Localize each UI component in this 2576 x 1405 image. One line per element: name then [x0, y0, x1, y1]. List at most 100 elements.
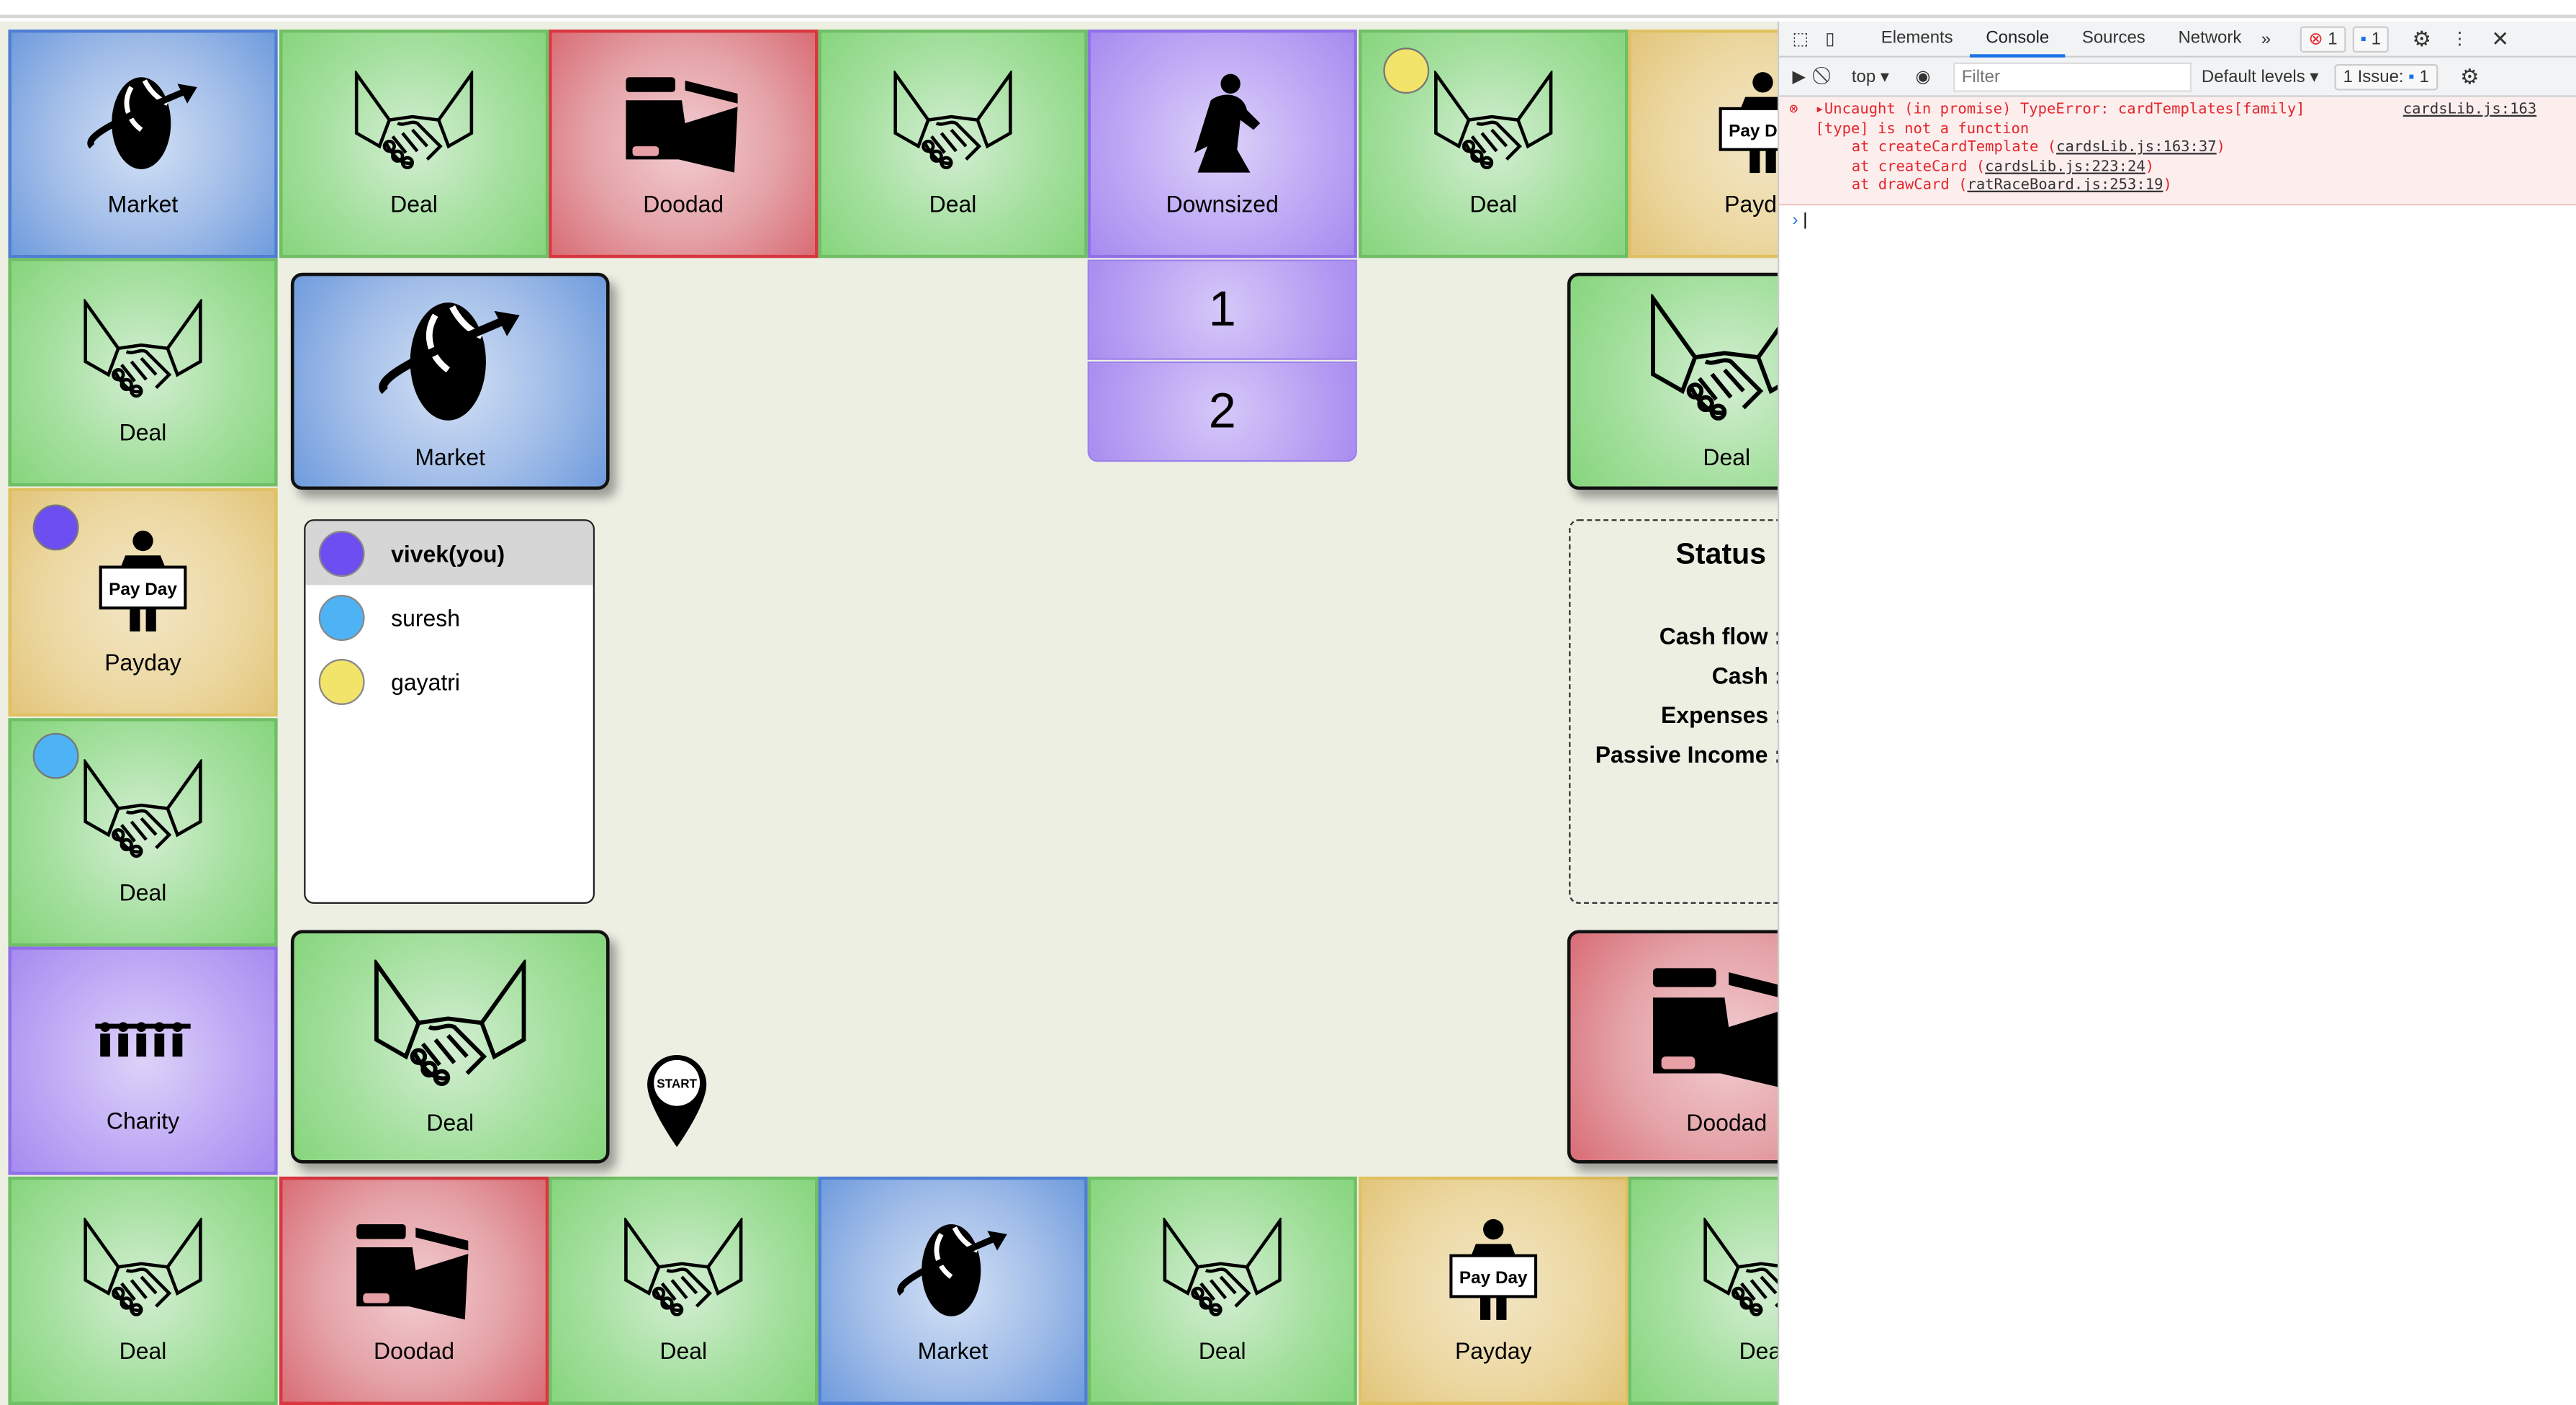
start-marker-icon: START	[646, 1054, 708, 1149]
tab-sources[interactable]: Sources	[2081, 27, 2145, 48]
levels-value: Default levels	[2201, 66, 2305, 86]
kneeling-person-icon	[1161, 71, 1283, 191]
tile-label: Deal	[929, 190, 977, 217]
stack-frame: at createCard (cardsLib.js:223:24)	[1851, 158, 2155, 176]
board-tile-deal[interactable]: Deal	[1087, 1176, 1357, 1405]
error-icon: ⊗	[2308, 28, 2323, 49]
tile-label: Charity	[106, 1108, 180, 1134]
player-token	[32, 504, 79, 551]
stack-fn: at createCardTemplate (	[1851, 140, 2057, 157]
status-panel: Status Cash flow : Cash : Expenses : Pas…	[1569, 519, 1778, 905]
context-select[interactable]: top ▾	[1851, 66, 1889, 86]
right-doodad-card[interactable]: Doodad	[1567, 930, 1778, 1164]
board-tile-market[interactable]: Market	[8, 30, 278, 259]
close-devtools-icon[interactable]: ✕	[2491, 25, 2510, 50]
more-tabs-button[interactable]: »	[2261, 28, 2271, 49]
handshake-icon	[1161, 1216, 1283, 1338]
console-prompt[interactable]: › |	[1792, 210, 1808, 230]
error-line: ▸Uncaught (in promise) TypeError: cardTe…	[1815, 102, 2305, 119]
board-tile-deal[interactable]: Deal	[1628, 1176, 1778, 1405]
handshake-icon	[371, 956, 529, 1108]
card-label: Doodad	[1686, 1108, 1767, 1135]
prompt-icon: ›	[1792, 210, 1798, 230]
tile-label: Deal	[659, 1337, 708, 1364]
player-token-icon	[318, 657, 365, 704]
devtools-tab-bar: ⬚ ▯ Elements Console Sources Network » ⊗…	[1779, 21, 2576, 58]
tile-label: Deal	[1739, 1337, 1778, 1364]
player-name: suresh	[391, 603, 461, 631]
tile-label: Doodad	[374, 1337, 454, 1364]
handshake-icon	[1702, 1216, 1778, 1338]
console-filter-input[interactable]	[1953, 61, 2192, 91]
player-row: gayatri	[305, 649, 593, 713]
console-error-message: ⊗ cardsLib.js:163 ▸Uncaught (in promise)…	[1779, 96, 2576, 206]
stack-link[interactable]: cardsLib.js:223:24	[1985, 158, 2145, 176]
stack-fn: at drawCard (	[1851, 178, 1968, 195]
inspect-element-icon[interactable]: ⬚	[1792, 28, 1809, 49]
payday-sign-icon: Pay Day	[1702, 71, 1778, 191]
tile-label: Payday	[1724, 190, 1778, 217]
error-count-badge[interactable]: ⊗ 1	[2300, 25, 2346, 52]
eye-icon[interactable]: ◉	[1915, 66, 1931, 86]
browser-top-bar	[0, 0, 2576, 19]
more-options-icon[interactable]: ⋮	[2451, 28, 2469, 49]
globe-icon	[892, 1218, 1014, 1338]
context-value: top	[1851, 66, 1876, 86]
board-tile-market[interactable]: Market	[818, 1176, 1088, 1405]
tile-label: Deal	[1469, 190, 1518, 217]
player-row: vivek(you)	[305, 521, 593, 585]
board-tile-deal[interactable]: Deal	[8, 1176, 278, 1405]
board-tile-deal[interactable]: Deal	[8, 258, 278, 487]
stack-link[interactable]: ratRaceBoard.js:253:19	[1967, 178, 2163, 195]
globe-icon	[82, 71, 204, 191]
tile-label: Deal	[390, 190, 438, 217]
message-count-badge[interactable]: ▪ 1	[2352, 25, 2390, 52]
tab-console[interactable]: Console	[1969, 21, 2066, 57]
stack-frame: at drawCard (ratRaceBoard.js:253:19)	[1851, 178, 2172, 195]
board-tile-deal[interactable]: Deal	[279, 30, 549, 259]
board-tile-deal[interactable]: Deal	[818, 30, 1088, 259]
console-settings-icon[interactable]: ⚙	[2460, 63, 2480, 89]
die-1[interactable]: 1	[1087, 259, 1357, 360]
error-text: Uncaught (in promise) TypeError: cardTem…	[1824, 102, 2305, 119]
payday-sign-icon: Pay Day	[1433, 1218, 1554, 1338]
handshake-icon	[353, 68, 475, 191]
market-card[interactable]: Market	[290, 272, 610, 490]
card-label: Market	[415, 442, 486, 470]
stack-link[interactable]: cardsLib.js:163:37	[2056, 140, 2217, 157]
tab-network[interactable]: Network	[2178, 27, 2242, 48]
board-tile-charity[interactable]: Charity	[8, 946, 278, 1175]
console-toolbar: ▶ ⃠ top ▾ ◉ Default levels ▾ 1 Issue: ▪ …	[1779, 57, 2576, 97]
card-label: Deal	[1703, 442, 1751, 470]
deal-card[interactable]: Deal	[290, 930, 610, 1164]
sidebar-toggle-icon[interactable]: ▶	[1792, 66, 1806, 86]
stack-frame: at createCardTemplate (cardsLib.js:163:3…	[1851, 140, 2226, 157]
device-toolbar-icon[interactable]: ▯	[1825, 28, 1835, 49]
error-count: 1	[2328, 28, 2338, 49]
player-name: gayatri	[391, 668, 461, 695]
settings-gear-icon[interactable]: ⚙	[2412, 25, 2432, 50]
card-label: Deal	[426, 1108, 474, 1135]
board-tile-doodad[interactable]: Doodad	[279, 1176, 549, 1405]
player-token-icon	[318, 529, 365, 576]
passive-income-label: Passive Income :	[1595, 741, 1778, 768]
payday-sign-icon: Pay Day	[82, 529, 204, 650]
player-token	[32, 732, 79, 779]
board-tile-deal[interactable]: Deal	[549, 1176, 819, 1405]
error-source-link[interactable]: cardsLib.js:163	[2402, 102, 2537, 119]
board-tile-downsized[interactable]: Downsized	[1087, 30, 1357, 259]
svg-text:Pay Day: Pay Day	[1729, 121, 1778, 140]
tile-label: Payday	[1454, 1337, 1532, 1364]
tab-elements[interactable]: Elements	[1881, 27, 1953, 48]
die-2[interactable]: 2	[1087, 362, 1357, 462]
board-tile-doodad[interactable]: Doodad	[549, 30, 819, 259]
tile-label: Deal	[1198, 1337, 1246, 1364]
handshake-icon	[892, 68, 1014, 191]
right-deal-card[interactable]: Deal	[1567, 272, 1778, 490]
expenses-label: Expenses :	[1661, 701, 1778, 728]
issues-button[interactable]: 1 Issue: ▪ 1	[2335, 63, 2438, 90]
log-levels-select[interactable]: Default levels ▾	[2201, 66, 2319, 86]
